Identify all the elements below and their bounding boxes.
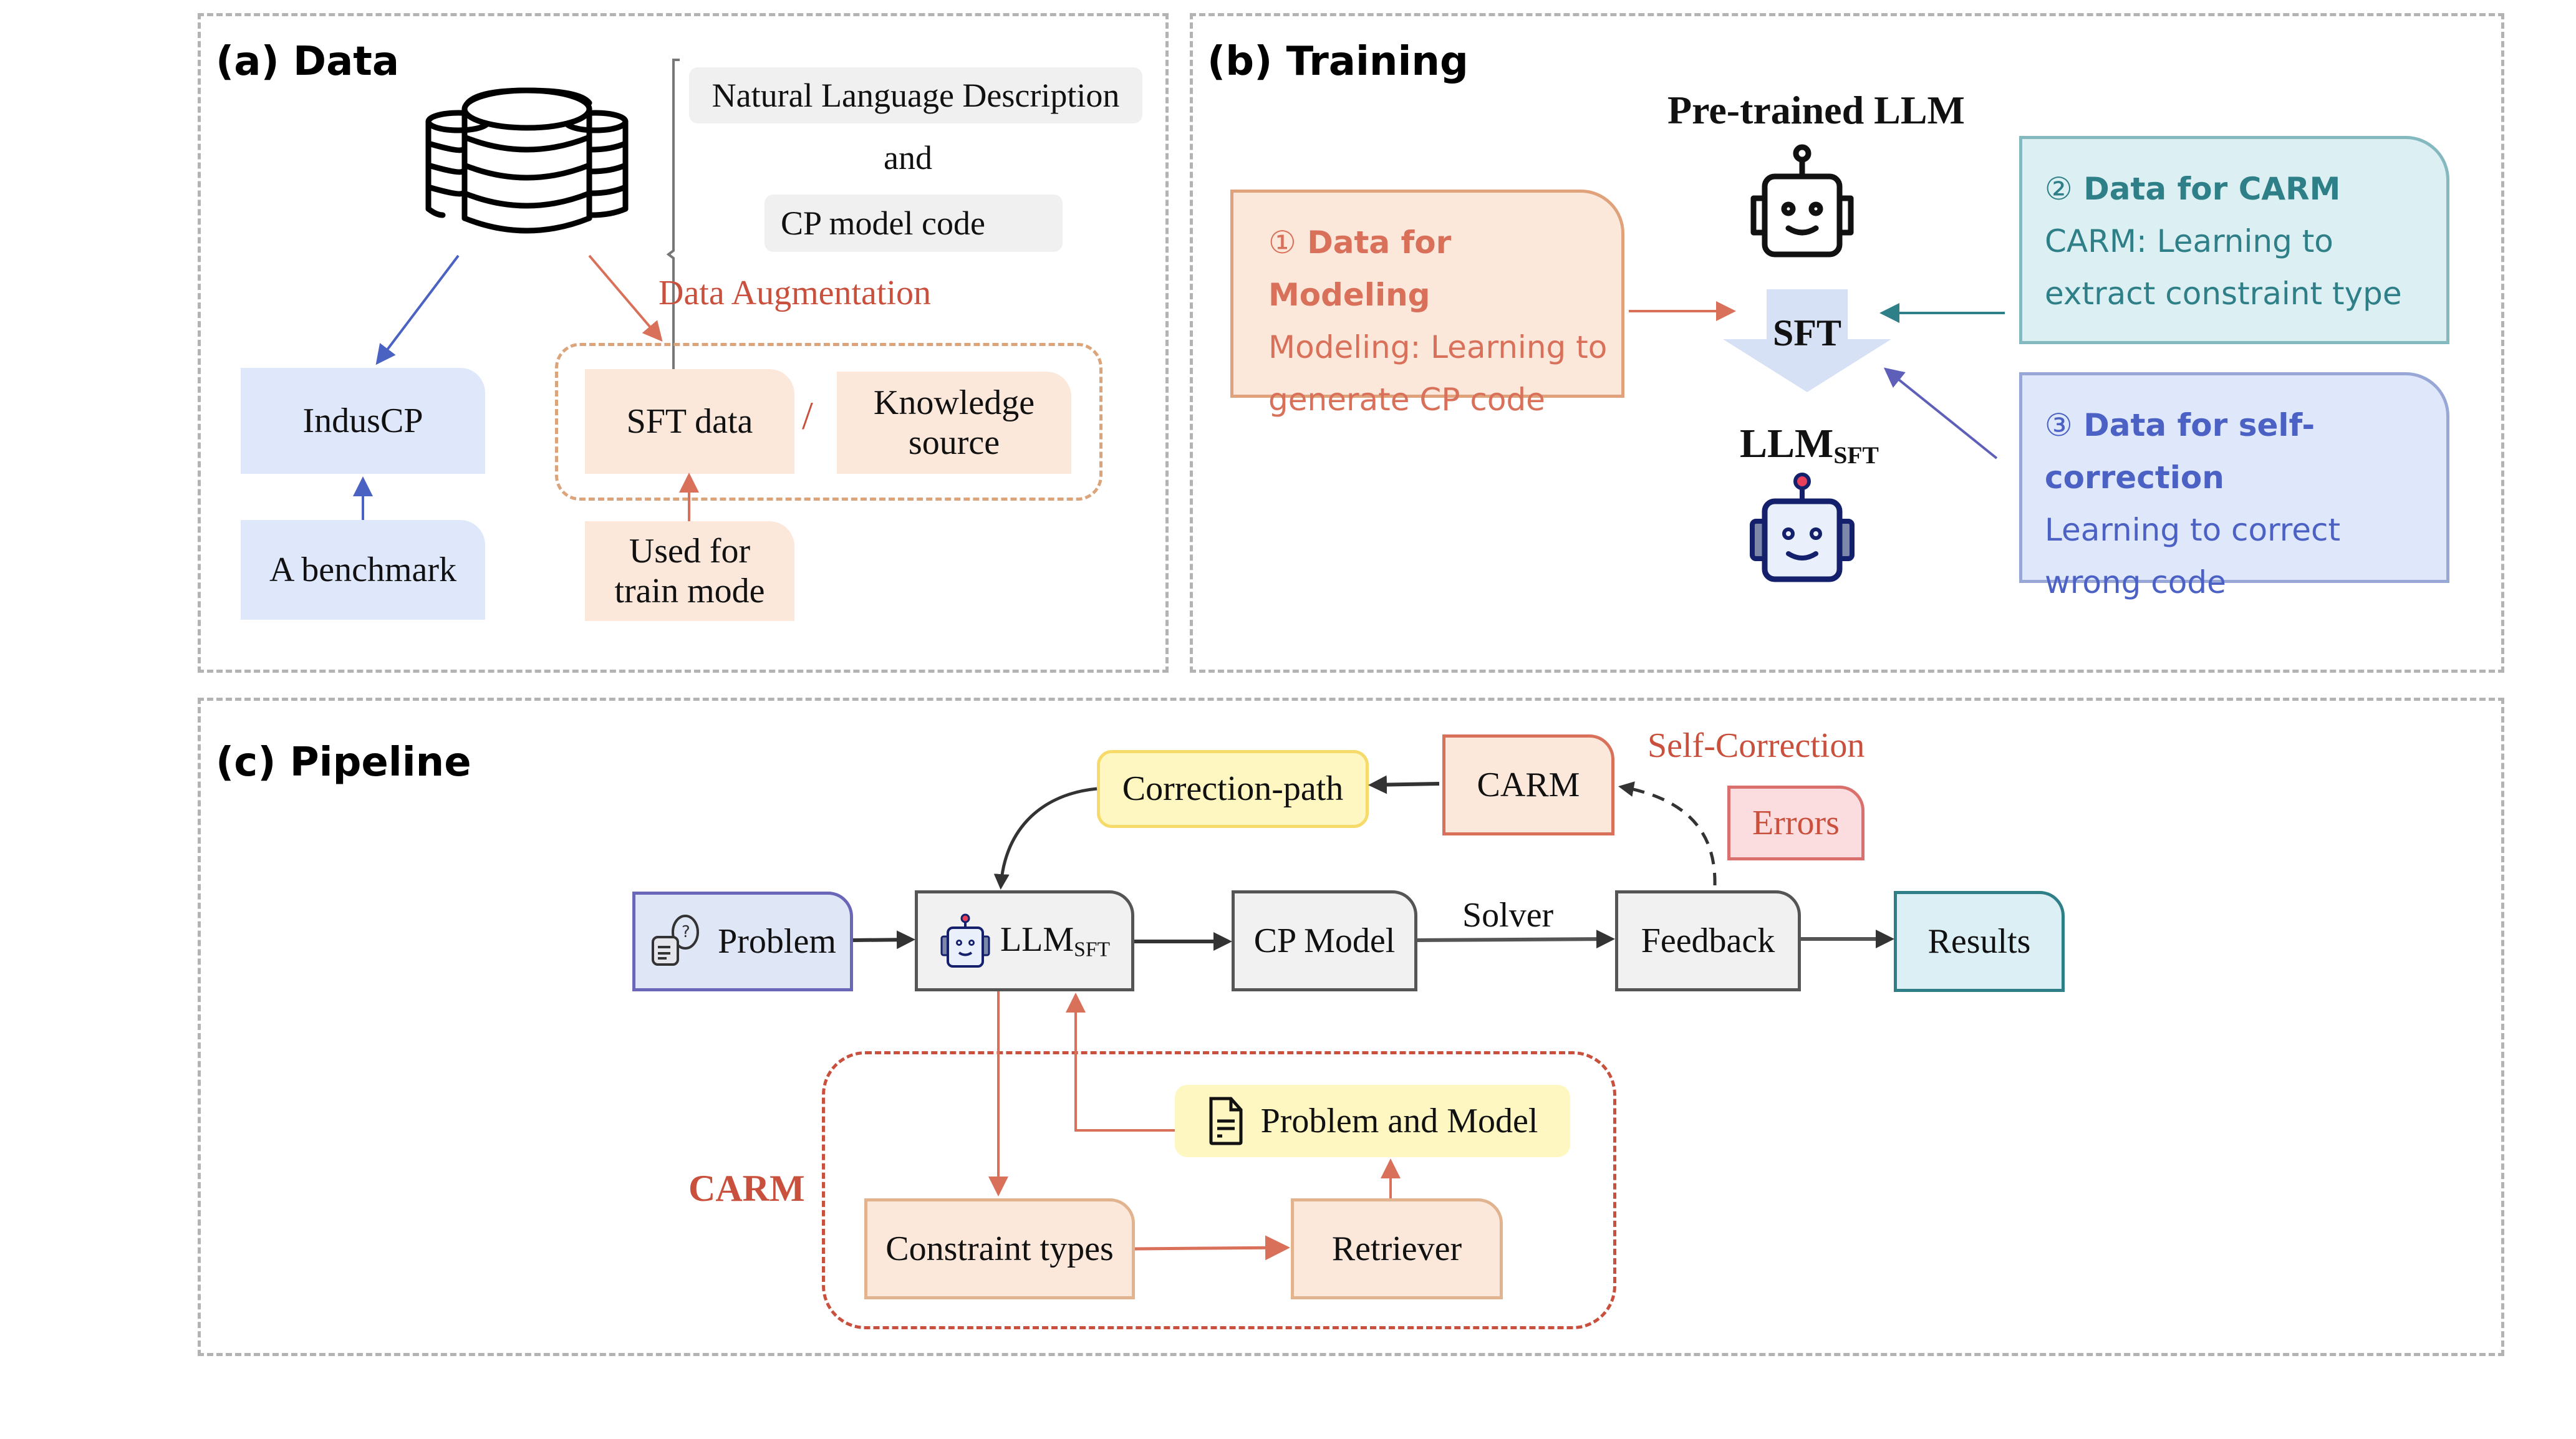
pretrained-llm-label: Pre-trained LLM [1667, 88, 1965, 132]
carm-box: CARM [1442, 734, 1614, 835]
knowledge-source-box: Knowledge source [837, 372, 1071, 474]
card-data-for-self-correction: ③ Data for self-correction Learning to c… [2019, 372, 2449, 600]
carm-group-label: CARM [688, 1168, 805, 1209]
panel-pipeline [198, 698, 2504, 1356]
card-modeling-line1: Modeling: Learning to [1268, 329, 1608, 365]
card-modeling-title: Data for Modeling [1268, 224, 1452, 313]
card-data-for-modeling: ① Data for Modeling Modeling: Learning t… [1230, 190, 1624, 418]
and-label: and [884, 139, 932, 176]
card-modeling-heading: ① Data for Modeling [1268, 216, 1621, 321]
pretrained-robot-icon [1750, 144, 1854, 257]
llm-main: LLM [1000, 920, 1074, 959]
circled-number-2: ② [2045, 171, 2073, 207]
svg-text:?: ? [682, 923, 690, 941]
llm-label: LLMSFT [1000, 920, 1110, 962]
database-icon [425, 87, 629, 234]
problem-and-model-label: Problem and Model [1260, 1101, 1538, 1140]
card-selfcorr-line2: wrong code [2045, 564, 2226, 600]
cp-model-box: CP Model [1232, 890, 1417, 991]
feedback-box: Feedback [1615, 890, 1801, 991]
separator-slash: / [802, 393, 813, 438]
natural-language-description: Natural Language Description [689, 67, 1142, 123]
card-selfcorr-heading: ③ Data for self-correction [2045, 399, 2446, 504]
self-correction-label: Self-Correction [1647, 726, 1865, 765]
card-selfcorr-line1: Learning to correct [2045, 512, 2341, 548]
used-for-line1: Used for [629, 531, 751, 570]
circled-number-1: ① [1268, 224, 1296, 261]
solver-label: Solver [1462, 896, 1554, 935]
panel-pipeline-title: (c) Pipeline [216, 739, 471, 786]
llm-sft-main: LLM [1740, 421, 1834, 466]
benchmark-box: A benchmark [241, 520, 485, 620]
cp-model-code: CP model code [765, 195, 1063, 252]
knowledge-line2: source [908, 423, 1000, 462]
panel-data-title: (a) Data [216, 39, 400, 85]
used-for-line2: train mode [614, 572, 765, 610]
data-augmentation-label: Data Augmentation [658, 274, 932, 312]
carm-group [822, 1051, 1616, 1329]
retriever-box: Retriever [1291, 1198, 1503, 1299]
card-carm-line2: extract constraint type [2045, 276, 2402, 312]
llm-sft-label: LLMSFT [1740, 420, 1879, 469]
problem-and-model-box: Problem and Model [1175, 1085, 1570, 1157]
llm-robot-icon [940, 913, 990, 968]
knowledge-line1: Knowledge [873, 383, 1035, 422]
panel-data [198, 13, 1169, 673]
sft-label: SFT [1773, 312, 1842, 354]
problem-chat-icon: ? [652, 915, 700, 966]
card-carm-line1: CARM: Learning to [2045, 223, 2333, 259]
problem-box: ? Problem [632, 892, 853, 991]
errors-box: Errors [1727, 786, 1864, 860]
circled-number-3: ③ [2045, 407, 2073, 443]
induscp-box: IndusCP [241, 368, 485, 474]
correction-path-box: Correction-path [1097, 750, 1369, 828]
augmentation-group [555, 343, 1102, 501]
finetuned-robot-icon [1750, 473, 1855, 582]
llm-sft-sub: SFT [1833, 441, 1879, 469]
used-for-train-box: Used for train mode [585, 521, 794, 621]
constraint-types-box: Constraint types [864, 1198, 1135, 1299]
panel-training-title: (b) Training [1207, 39, 1469, 85]
problem-label: Problem [718, 922, 836, 961]
llm-sft-box: LLMSFT [915, 890, 1134, 991]
sft-data-box: SFT data [585, 369, 794, 474]
results-box: Results [1894, 891, 2065, 992]
card-modeling-line2: generate CP code [1268, 382, 1545, 418]
card-selfcorr-title: Data for self-correction [2045, 407, 2315, 496]
card-carm-title: Data for CARM [2083, 171, 2341, 207]
panel-training [1190, 13, 2504, 673]
card-data-for-carm: ② Data for CARM CARM: Learning to extrac… [2019, 136, 2449, 344]
card-carm-heading: ② Data for CARM [2045, 163, 2446, 215]
sft-arrow [1723, 289, 1891, 392]
llm-sub: SFT [1074, 938, 1111, 961]
document-icon [1209, 1097, 1243, 1145]
